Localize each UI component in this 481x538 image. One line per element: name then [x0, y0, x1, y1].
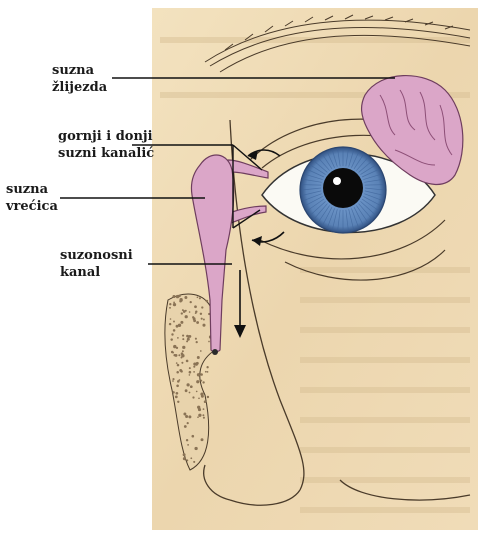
label-nasolacrimal-duct-line1: suzonosni	[60, 247, 133, 264]
label-lacrimal-sac-line1: suzna	[6, 181, 58, 198]
label-nasolacrimal-duct: suzonosni kanal	[60, 247, 133, 281]
label-lacrimal-gland: suzna žlijezda	[52, 62, 107, 96]
label-lacrimal-gland-line1: suzna	[52, 62, 107, 79]
label-canaliculi-line1: gornji i donji	[58, 128, 154, 145]
label-canaliculi: gornji i donji suzni kanalić	[58, 128, 154, 162]
label-lacrimal-sac-line2: vrećica	[6, 198, 58, 215]
label-lacrimal-gland-line2: žlijezda	[52, 79, 107, 96]
eye-pupil	[323, 168, 363, 208]
eye-highlight	[333, 177, 341, 185]
label-nasolacrimal-duct-line2: kanal	[60, 264, 133, 281]
label-lacrimal-sac: suzna vrećica	[6, 181, 58, 215]
label-canaliculi-line2: suzni kanalić	[58, 145, 154, 162]
